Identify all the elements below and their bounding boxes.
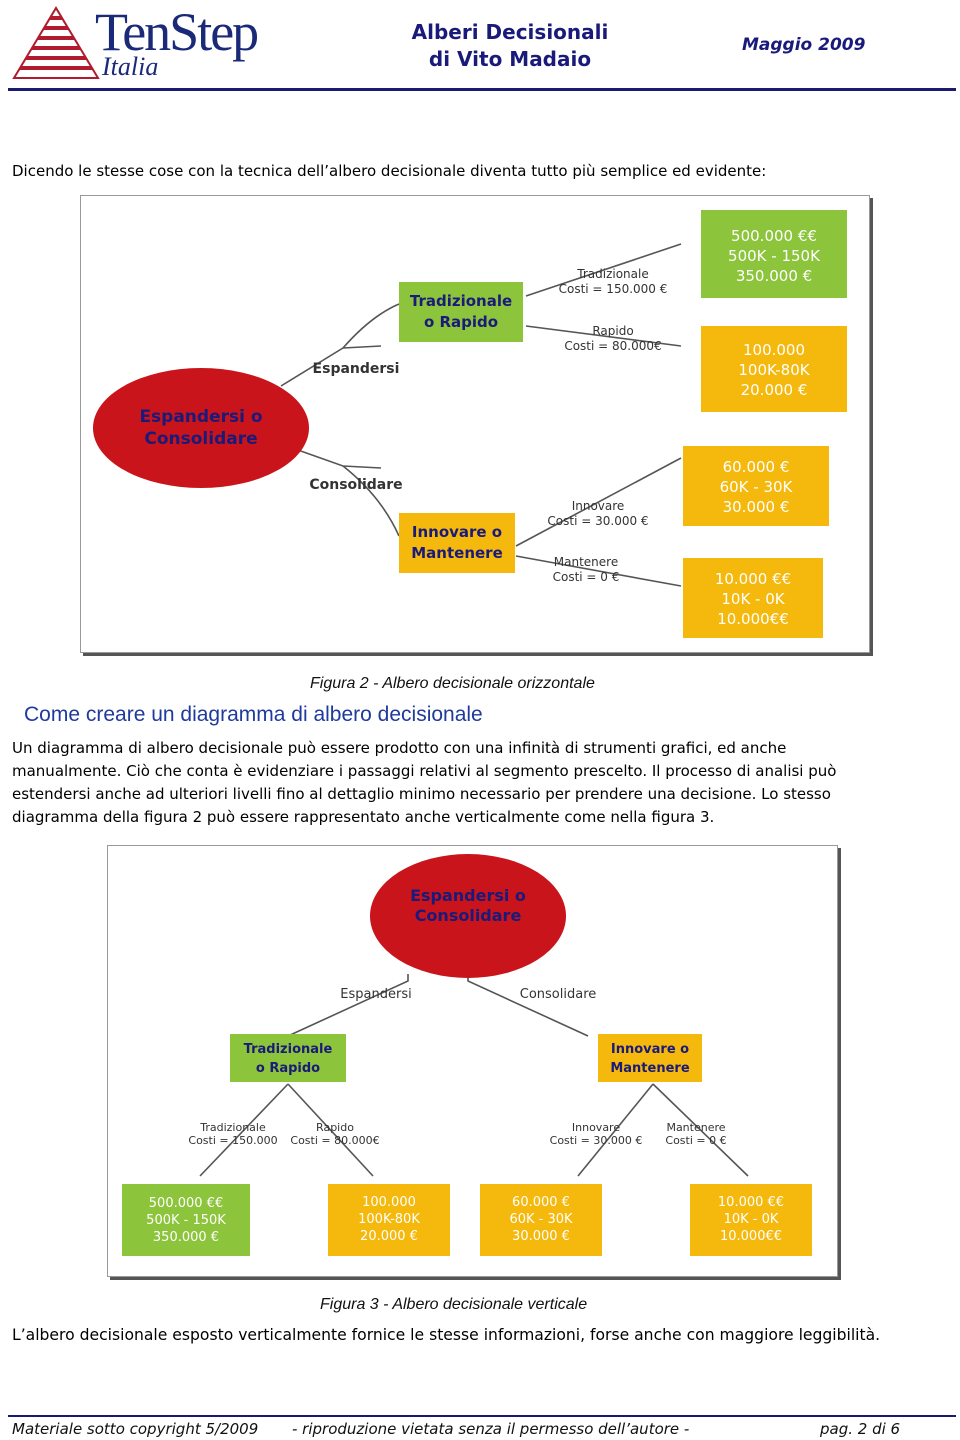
section-heading: Come creare un diagramma di albero decis… [24,703,483,726]
outcome-mantenere-line-1: 10.000 €€ [718,1195,784,1210]
node-tradizionale-label-1: Tradizionale [410,292,512,310]
outcome-mantenere-line-2: 10K - 0K [721,590,785,608]
footer-copyright: Materiale sotto copyright 5/2009 [12,1420,259,1438]
outcome-rapido [328,1184,450,1256]
leaf-rapido-label-2: Costi = 80.000€ [564,339,661,353]
footer-notice: - riproduzione vietata senza il permesso… [292,1420,690,1438]
leaf-innovare-label-2: Costi = 30.000 € [550,1134,643,1147]
outcome-rapido-line-3: 20.000 € [741,381,808,399]
node-innovare-label-2: Mantenere [411,544,503,562]
outcome-mantenere [690,1184,812,1256]
leaf-rapido-label-1: Rapido [316,1121,354,1134]
paragraph-line-2: manualmente. Ciò che conta è evidenziare… [12,762,837,780]
header-divider [8,88,956,91]
leaf-trad-label-2: Costi = 150.000 [188,1134,277,1147]
footer-page-number: pag. 2 di 6 [820,1420,901,1438]
footer-divider [8,1415,956,1417]
document-author: di Vito Madaio [428,47,592,71]
node-tradizionale-label-2: o Rapido [424,313,498,331]
outcome-trad [701,210,847,298]
leaf-trad-label-2: Costi = 150.000 € [559,282,668,296]
outcome-rapido-line-2: 100K-80K [738,361,810,379]
node-innovare-label-1: Innovare o [412,523,502,541]
outcome-innovare-line-2: 60K - 30K [509,1212,573,1227]
node-innovare [598,1034,702,1082]
node-tradizionale-label-1: Tradizionale [244,1042,333,1057]
outcome-trad-line-1: 500.000 €€ [731,227,817,245]
figure-2-horizontal-tree: Espandersi o Consolidare Espandersi Cons… [80,195,870,653]
figure-3-canvas: Espandersi o Consolidare Espandersi Cons… [122,854,812,1256]
leaf-innovare-label-2: Costi = 30.000 € [547,514,648,528]
outcome-trad [122,1184,250,1256]
outcome-mantenere-line-3: 10.000€€ [720,1229,782,1244]
outcome-innovare-line-3: 30.000 € [512,1229,570,1244]
branch-consolidate-label: Consolidare [520,987,597,1002]
node-innovare-label-1: Innovare o [611,1042,689,1057]
outcome-rapido-line-1: 100.000 [743,341,805,359]
outcome-mantenere-line-1: 10.000 €€ [715,570,791,588]
outcome-rapido-line-2: 100K-80K [358,1212,420,1227]
figure-3-vertical-tree: Espandersi o Consolidare Espandersi Cons… [107,845,838,1277]
leaf-innovare-label-1: Innovare [572,499,625,513]
root-node [93,368,309,488]
leaf-trad-label-1: Tradizionale [199,1121,266,1134]
outcome-innovare-line-2: 60K - 30K [720,478,794,496]
leaf-mantenere-label-1: Mantenere [666,1121,725,1134]
outcome-rapido-line-3: 20.000 € [360,1229,418,1244]
leaf-innovare-label-1: Innovare [572,1121,620,1134]
node-tradizionale [230,1034,346,1082]
document-title: Alberi Decisionali [411,20,609,44]
root-label-1: Espandersi o [410,886,526,905]
paragraph-line-1: Un diagramma di albero decisionale può e… [12,739,787,757]
node-tradizionale-label-2: o Rapido [256,1061,320,1076]
leaf-mantenere-label-2: Costi = 0 € [553,570,620,584]
paragraph-line-3: estendersi anche ad ulteriori livelli fi… [12,785,831,803]
leaf-rapido-label-1: Rapido [592,324,633,338]
figure-2-canvas: Espandersi o Consolidare Espandersi Cons… [93,210,847,638]
paragraph-line-4: diagramma della figura 2 può essere rapp… [12,808,715,826]
root-label-2: Consolidare [415,906,522,925]
outcome-innovare [683,446,829,526]
outcome-trad-line-1: 500.000 €€ [149,1196,223,1211]
node-innovare [399,513,515,573]
outcome-trad-line-3: 350.000 € [736,267,812,285]
leaf-trad-label-1: Tradizionale [576,267,648,281]
outcome-mantenere-line-2: 10K - 0K [724,1212,779,1227]
branch-consolidate-label: Consolidare [309,477,402,493]
figure-3-caption: Figura 3 - Albero decisionale verticale [320,1296,588,1313]
outcome-mantenere-line-3: 10.000€€ [717,610,789,628]
node-innovare-label-2: Mantenere [610,1061,689,1076]
outcome-innovare [480,1184,602,1256]
leaf-mantenere-label-2: Costi = 0 € [665,1134,726,1147]
outcome-trad-line-3: 350.000 € [153,1230,219,1245]
node-tradizionale [399,282,523,342]
branch-expand-label: Espandersi [313,361,400,377]
figure-2-caption: Figura 2 - Albero decisionale orizzontal… [310,675,595,692]
outcome-rapido [701,326,847,412]
outcome-trad-line-2: 500K - 150K [728,247,821,265]
outcome-mantenere [683,558,823,638]
document-date: Maggio 2009 [742,35,866,55]
outcome-innovare-line-3: 30.000 € [723,498,790,516]
outcome-rapido-line-1: 100.000 [362,1195,416,1210]
leaf-mantenere-label-1: Mantenere [554,555,618,569]
outcome-innovare-line-1: 60.000 € [723,458,790,476]
logo-subtitle: Italia [102,52,159,81]
closing-text: L’albero decisionale esposto verticalmen… [12,1326,881,1344]
branch-expand-label: Espandersi [340,987,411,1002]
outcome-trad-line-2: 500K - 150K [146,1213,226,1228]
root-node [370,854,566,978]
intro-text: Dicendo le stesse cose con la tecnica de… [12,162,767,180]
tenstep-logo-icon [12,6,100,79]
root-label-1: Espandersi o [139,407,262,427]
outcome-innovare-line-1: 60.000 € [512,1195,570,1210]
root-label-2: Consolidare [144,429,257,449]
leaf-rapido-label-2: Costi = 80.000€ [290,1134,379,1147]
logo-wordmark: TenStep [95,2,259,62]
